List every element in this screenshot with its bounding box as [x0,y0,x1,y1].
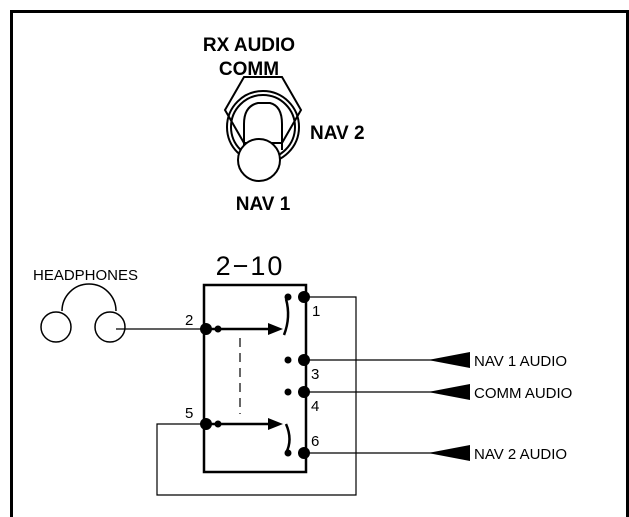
pin-3-label: 3 [311,366,319,383]
input-nav1-audio: NAV 1 AUDIO [474,353,567,370]
pin-2-label: 2 [185,312,193,329]
pin-4-label: 4 [311,398,319,415]
pin-1-label: 1 [312,303,320,320]
headphones-label: HEADPHONES [33,267,138,284]
contact-arrow-bottom [268,418,283,430]
jack-housing [202,283,308,474]
wire-bundle [116,296,470,496]
terminal-dots [200,291,310,459]
switch-label-nav1: NAV 1 [236,194,291,215]
input-arrows [428,352,470,461]
headphones-icon [40,283,126,343]
switch-title-line1: RX AUDIO [203,35,295,56]
switch-label-nav2: NAV 2 [310,123,365,144]
diagram-frame [10,10,629,517]
input-comm-audio: COMM AUDIO [474,385,572,402]
contact-arrow-top [268,323,283,335]
input-nav2-audio: NAV 2 AUDIO [474,446,567,463]
connector-label: 2−10 [216,251,285,281]
toggle-switch-icon[interactable] [223,76,303,182]
pin-5-label: 5 [185,405,193,422]
switch-title-line2: COMM [219,59,279,80]
jack-contacts [206,298,291,454]
pin-6-label: 6 [311,433,319,450]
